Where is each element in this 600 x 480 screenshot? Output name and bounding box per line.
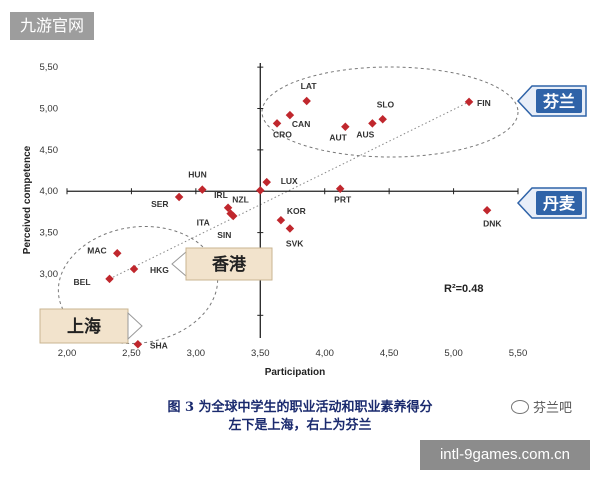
point-slo [378,115,387,124]
point-nzl [256,186,265,195]
point-bel [105,274,114,284]
callout-shanghai-box [39,308,129,344]
point-sha [133,340,143,349]
top-right-group-ellipse [261,66,519,158]
point-label-hkg: HKG [150,265,169,275]
caption-line-1: 图 3 为全球中学生的职业活动和职业素养得分 [167,400,433,415]
point-dnk [482,206,492,215]
y-tick-label: 5,00 [40,104,59,115]
y-axis-label: Perceived competence [22,145,33,254]
callout-hongkong-arrow [171,250,187,278]
trendline-layer [109,101,470,280]
point-label-can: CAN [292,119,310,129]
point-sin [228,211,238,221]
point-svk [285,224,295,233]
y-tick-label: 5,50 [40,62,59,73]
callout-shanghai-arrow [127,311,143,341]
y-tick-label: 4,50 [40,145,59,156]
point-label-sha: SHA [150,340,168,350]
callout-finland-text: 芬兰 [542,92,575,111]
point-label-lux: LUX [281,176,298,186]
x-tick-label: 4,50 [380,348,399,359]
wechat-label: 芬兰吧 [532,401,572,416]
point-ser [174,192,184,202]
point-can [285,110,295,120]
point-fin [464,97,474,107]
trend-line [109,101,470,280]
point-kor [276,215,286,225]
point-label-mac: MAC [87,245,106,255]
point-label-aut: AUT [329,133,347,143]
x-tick-label: 3,50 [251,348,270,359]
callout-shanghai: 上海 [39,308,143,344]
y-tick-label: 3,50 [40,228,59,239]
x-tick-label: 3,00 [187,348,206,359]
point-label-ita: ITA [197,218,210,228]
point-label-hun: HUN [188,170,206,180]
caption-line-2: 左下是上海，右上为芬兰 [228,418,372,433]
callout-denmark-text: 丹麦 [543,194,576,213]
point-label-dnk: DNK [483,218,502,228]
point-label-nzl: NZL [232,194,249,204]
point-mac [113,249,122,258]
points-layer [105,96,492,349]
point-hkg [129,264,139,274]
ticks-layer: 2,002,503,003,504,004,505,005,502,503,00… [40,62,528,359]
callout-shanghai-text: 上海 [67,316,101,337]
point-prt [335,184,345,193]
wechat-icon [510,400,529,414]
point-label-prt: PRT [334,195,352,205]
watermark-top: 九游官网 [10,12,94,40]
callout-denmark-box [536,191,582,215]
point-label-slo: SLO [377,99,395,109]
r-squared-annotation: R²=0.48 [444,283,483,295]
x-tick-label: 5,50 [509,348,528,359]
point-label-lat: LAT [301,81,318,91]
callout-finland-box [536,89,582,113]
point-label-cro: CRO [273,129,292,139]
x-tick-label: 5,00 [444,348,463,359]
wechat-source: 芬兰吧 [510,397,572,416]
axes-layer [67,63,518,338]
y-tick-label: 3,00 [40,269,59,280]
point-aut [341,122,350,131]
point-label-aus: AUS [356,129,374,139]
callout-hongkong: 香港 [171,247,273,281]
point-aus [368,119,377,128]
x-tick-label: 2,00 [58,348,77,359]
point-hun [198,185,207,194]
point-label-svk: SVK [286,238,304,248]
point-lat [302,96,311,106]
point-lux [262,177,271,187]
x-tick-label: 2,50 [122,348,141,359]
watermark-bottom: intl-9games.com.cn [420,440,590,470]
point-label-fin: FIN [477,98,491,108]
point-label-ser: SER [151,199,168,209]
callout-finland: 芬兰 [516,85,587,117]
point-label-kor: KOR [287,206,306,216]
point-label-bel: BEL [74,277,91,287]
x-axis-label: Participation [265,367,326,378]
point-cro [272,119,282,128]
point-label-sin: SIN [217,230,231,240]
x-tick-label: 4,00 [315,348,334,359]
y-tick-label: 4,00 [40,186,59,197]
point-label-irl: IRL [214,190,228,200]
callout-hongkong-text: 香港 [212,254,247,275]
callout-denmark: 丹麦 [516,187,587,219]
callout-hongkong-box [185,247,273,281]
